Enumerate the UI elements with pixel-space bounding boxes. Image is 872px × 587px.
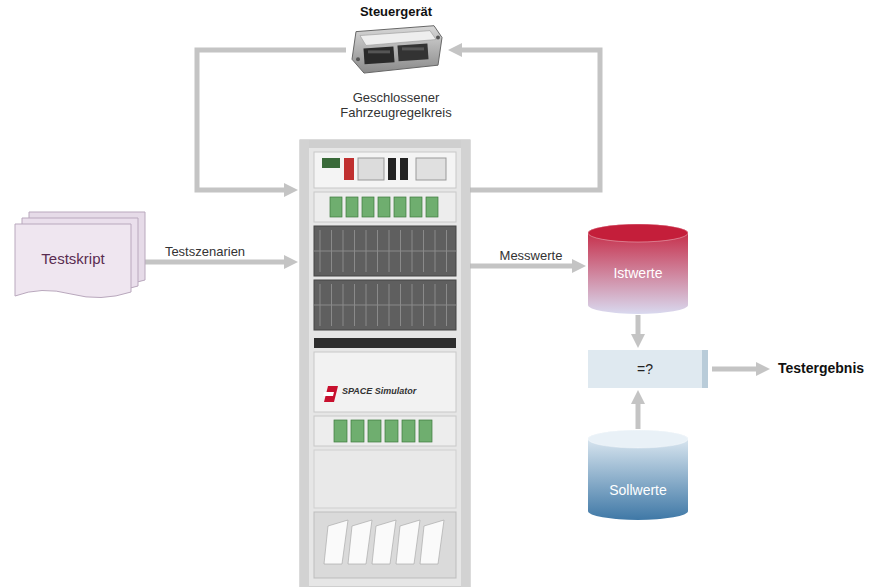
test-script: Testskript [15, 212, 145, 298]
loop-caption: Geschlossener Fahrzeugregelkreis [331, 90, 461, 120]
node-text: =? [637, 361, 653, 377]
target-values: Sollwerte [588, 430, 688, 520]
flow-arrow [460, 50, 600, 190]
edge-label: Messwerte [500, 248, 563, 263]
flow-arrow [470, 264, 574, 269]
control-unit: Steuergerät [346, 4, 446, 78]
result-label: Testergebnis [778, 360, 864, 376]
edge-label: Testszenarien [165, 244, 245, 259]
result-arrow-line [712, 367, 756, 372]
compare-box: =? [588, 350, 708, 388]
node-text: Istwerte [613, 265, 662, 281]
node-text: Sollwerte [609, 482, 667, 498]
flow-arrow [133, 260, 286, 265]
result-arrow-head [756, 362, 770, 376]
actual-values: Istwerte [588, 224, 688, 314]
simulator: SPACE Simulator [300, 140, 470, 587]
flow-arrow [636, 402, 641, 429]
flow-arrow [636, 315, 641, 336]
simulator-rack [300, 140, 470, 587]
node-text: SPACE Simulator [342, 386, 416, 396]
database-cylinder [588, 430, 688, 520]
node-text: Testskript [41, 250, 104, 267]
node-text: Steuergerät [360, 4, 432, 19]
